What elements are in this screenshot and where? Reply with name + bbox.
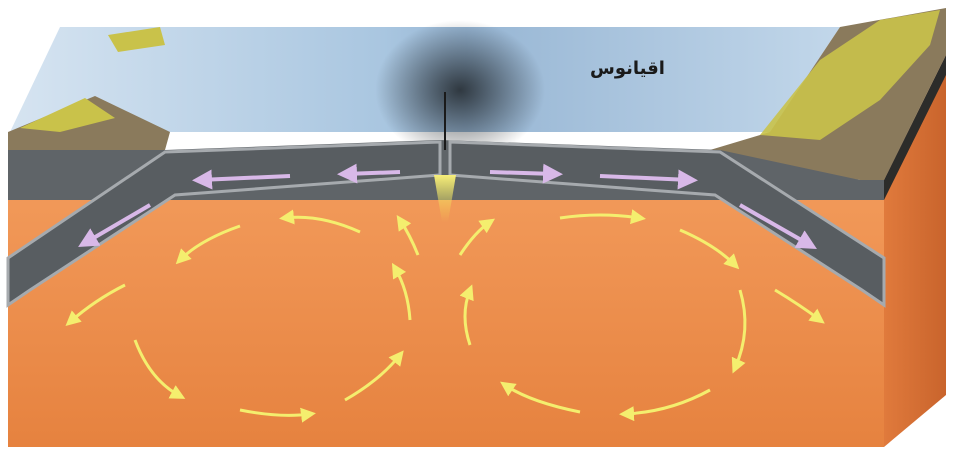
- mantle-front-face: [8, 185, 884, 447]
- plate-motion-arrow: [490, 172, 555, 174]
- plate-motion-arrow: [345, 172, 400, 174]
- mid-ocean-ridge-shading: [375, 20, 545, 160]
- ocean-label: اقیانوس: [590, 58, 665, 79]
- bottom-margin: [0, 447, 954, 452]
